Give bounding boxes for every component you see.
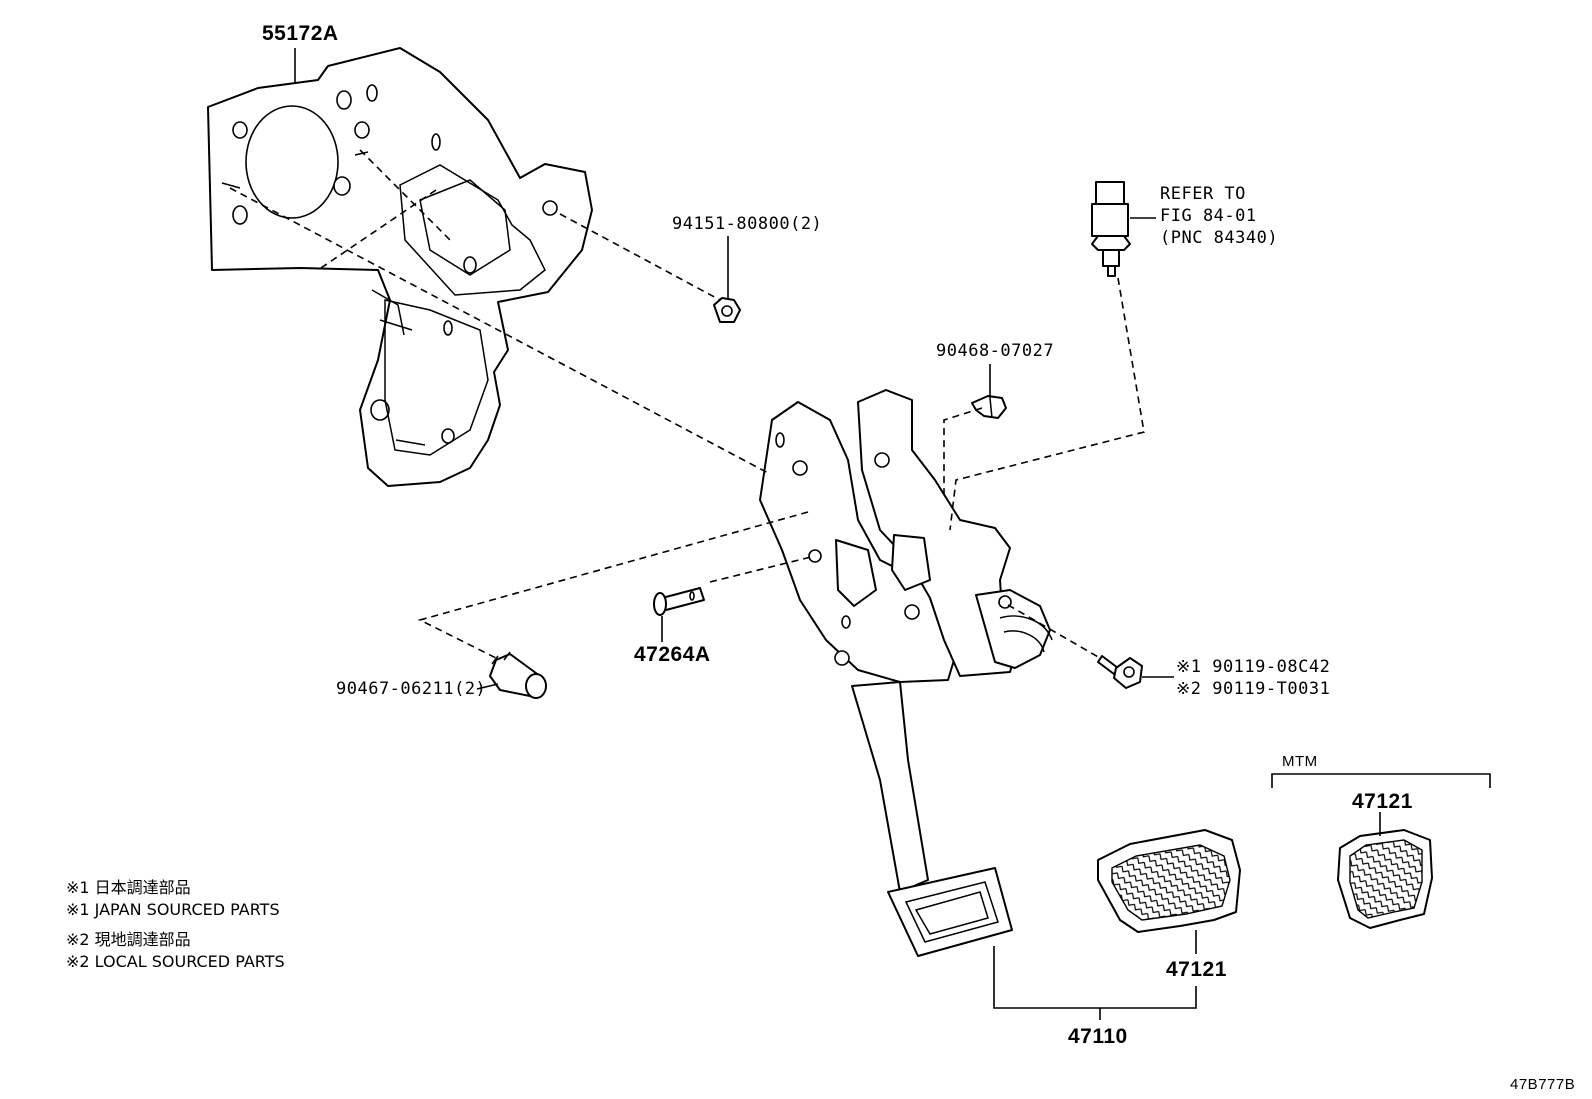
bolt-part [1097, 655, 1143, 689]
cushion-part [489, 651, 547, 699]
label-pedal-assy: 47110 [1068, 1025, 1128, 1048]
label-bolt-1: ※1 90119-08C42 [1176, 657, 1331, 677]
bracket-part [207, 47, 593, 487]
pedal-bracket-part [759, 389, 1053, 683]
label-clip: 90468-07027 [936, 341, 1055, 361]
label-pin: 47264A [634, 643, 711, 666]
pin-part [653, 587, 705, 616]
note-2-jp: ※2 現地調達部品 [66, 930, 191, 949]
brake-pedal-arm [851, 681, 1013, 957]
assembly-lines [229, 149, 1145, 661]
note-1-jp: ※1 日本調達部品 [66, 878, 191, 897]
leader-lines [294, 48, 1491, 1020]
note-1-en: ※1 JAPAN SOURCED PARTS [66, 900, 280, 919]
diagram-id: 47B777B [1510, 1076, 1576, 1093]
label-switch-ref-1: REFER TO [1160, 184, 1246, 204]
label-switch-ref-3: (PNC 84340) [1160, 228, 1279, 248]
label-switch-ref-2: FIG 84-01 [1160, 206, 1257, 226]
nut-part [713, 297, 741, 323]
label-pad-main: 47121 [1166, 958, 1227, 981]
switch-part [1091, 181, 1131, 277]
label-bracket: 55172A [262, 22, 339, 45]
label-nut: 94151-80800(2) [672, 214, 823, 234]
note-2-en: ※2 LOCAL SOURCED PARTS [66, 952, 285, 971]
label-bolt-2: ※2 90119-T0031 [1176, 679, 1331, 699]
label-mtm: MTM [1282, 753, 1318, 770]
pedal-pad-part [1097, 829, 1241, 933]
clip-part [971, 395, 1007, 419]
label-cushion: 90467-06211(2) [336, 679, 487, 699]
mtm-pad-part [1337, 829, 1433, 929]
label-pad-mtm: 47121 [1352, 790, 1413, 813]
